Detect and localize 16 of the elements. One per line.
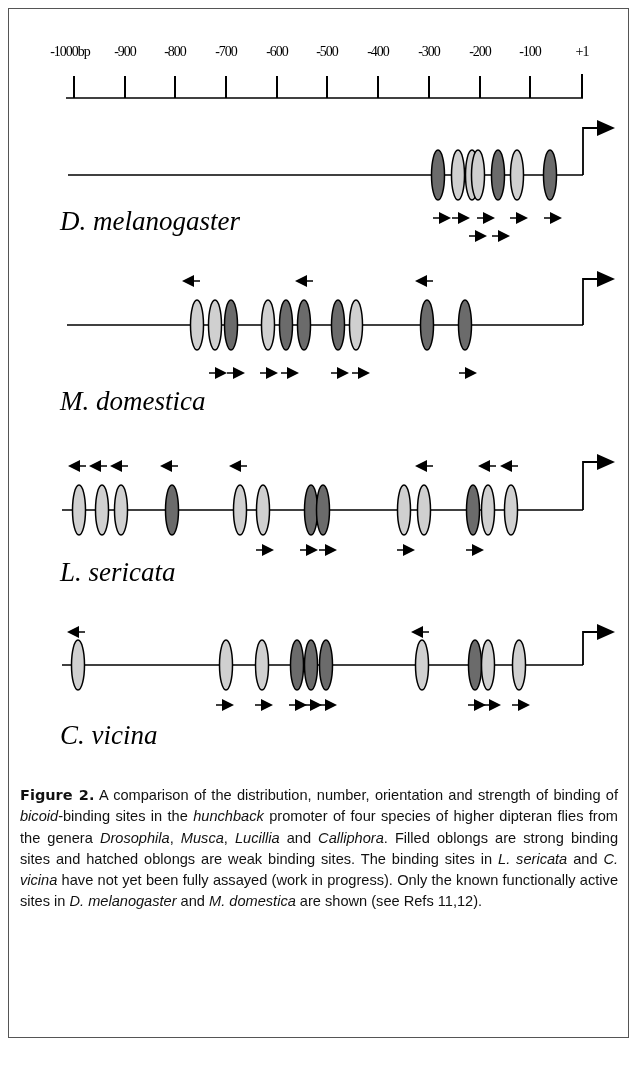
species-name: L. sericata xyxy=(60,557,176,588)
tick-label: -300 xyxy=(418,44,440,60)
species-name: D. melanogaster xyxy=(60,206,240,237)
tick-label: -600 xyxy=(266,44,288,60)
tick-label: -200 xyxy=(469,44,491,60)
tick-label: -400 xyxy=(367,44,389,60)
tick-label: -800 xyxy=(164,44,186,60)
species-name: M. domestica xyxy=(60,386,206,417)
species-name: C. vicina xyxy=(60,720,158,751)
tick-label: -100 xyxy=(519,44,541,60)
tick-label: -1000bp xyxy=(50,44,90,60)
tick-label: +1 xyxy=(575,44,589,60)
tick-label: -700 xyxy=(215,44,237,60)
tick-label: -900 xyxy=(114,44,136,60)
tick-label: -500 xyxy=(316,44,338,60)
figure-caption: Figure 2. A comparison of the distribution, number, orientation and strength of binding of bicoid-binding sites in the hunchback promoter of four species of higher dipteran flies from the genera Drosophila, Musca, Lucillia and Calliphora. Filled oblongs are strong binding sites and hatched oblongs are weak binding sites. The binding sites in L. sericata and C. vicina have not yet been fully assayed (work in progress). Only the known functionally active sites in D. melanogaster and M. domestica are shown (see Refs 11,12). xyxy=(20,786,618,912)
